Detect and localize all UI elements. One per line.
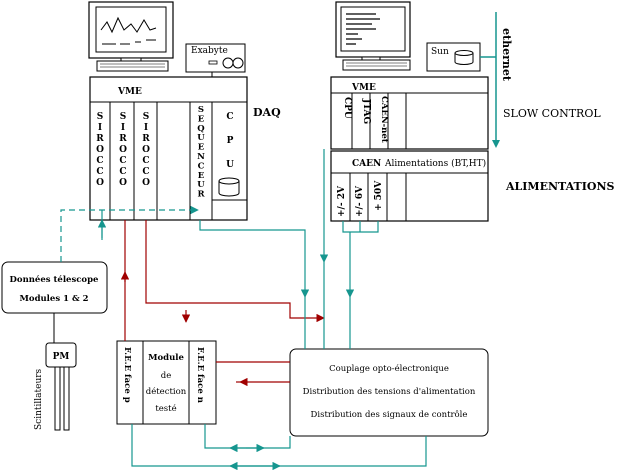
exabyte-drive: Exabyte [185, 43, 246, 73]
sun-station: Sun [426, 42, 481, 72]
scintillator-label: Scintillateurs [34, 368, 44, 430]
module-label-line: détection [146, 386, 187, 397]
exabyte-label: Exabyte [191, 46, 228, 56]
couplage-box: Couplage opto-électronique Distribution … [289, 348, 489, 437]
daq-title: DAQ [253, 106, 281, 119]
pm-label: PM [53, 352, 70, 362]
slow-control-vme-crate: VME CPU JTAG CAEN-net [330, 76, 489, 150]
caen-net-label: CAEN-net [379, 96, 389, 143]
caen-label: CAEN [352, 159, 381, 169]
pm-tube: PM [45, 342, 77, 431]
couplage-label-line: Couplage opto-électronique [329, 363, 449, 374]
telescope-data-box: Données télescope Modules 1 & 2 [1, 261, 108, 314]
teal-link [204, 424, 291, 449]
module-label-line: testé [155, 403, 176, 414]
tape-reel-icon [222, 57, 234, 69]
slow-control-keyboard-icon [342, 59, 411, 71]
daq-workstation [88, 1, 174, 72]
fee-p-box [116, 340, 144, 425]
telescope-link [60, 205, 199, 262]
alimentations-title: ALIMENTATIONS [505, 180, 615, 193]
telescope-label-line2: Modules 1 & 2 [19, 294, 88, 304]
voltage-channel-label: + 50V [374, 180, 384, 211]
tape-reel-icon [232, 57, 244, 69]
daq-vme-label: VME [117, 87, 142, 97]
module-box [142, 340, 190, 425]
teal-link [199, 220, 310, 298]
slow-control-workstation [335, 1, 411, 71]
scintillator-bar [54, 366, 61, 431]
fee-n-box [188, 340, 217, 425]
fee-p-label: F.E.E face p [122, 347, 132, 403]
voltage-channel-label: +/- 2V [337, 185, 347, 217]
red-signal-line [145, 220, 325, 323]
voltage-channel-label: +/- 6V [355, 185, 365, 217]
slow-control-cpu-label: CPU [342, 97, 352, 119]
disk-icon [218, 177, 240, 197]
daq-keyboard-icon [96, 60, 169, 72]
couplage-label-line: Distribution des signaux de contrôle [311, 409, 468, 420]
couplage-label-line: Distribution des tensions d'alimentation [303, 387, 476, 397]
slow-control-title: SLOW CONTROL [503, 107, 601, 120]
detection-assembly: F.E.E face p F.E.E face n Module de déte… [116, 340, 217, 425]
red-signal-lines [120, 220, 325, 387]
slow-control-vme-label: VME [351, 83, 376, 93]
ethernet-bus: ethernet [492, 12, 513, 148]
module-label-line: Module [148, 353, 184, 363]
jtag-label: JTAG [361, 98, 371, 124]
teal-signal-lines [60, 149, 427, 471]
alimentations-header: Alimentations (BT,HT) [384, 158, 486, 169]
telescope-label-line1: Données télescope [10, 274, 100, 285]
ethernet-label: ethernet [500, 28, 513, 82]
alimentations-crate: CAEN Alimentations (BT,HT) +/- 2V +/- 6V… [330, 150, 489, 222]
scintillator-bar [63, 366, 70, 431]
sun-label: Sun [431, 47, 449, 57]
fee-n-label: F.E.E face n [195, 347, 205, 403]
disk-icon [454, 50, 474, 65]
module-label-line: de [161, 371, 171, 381]
